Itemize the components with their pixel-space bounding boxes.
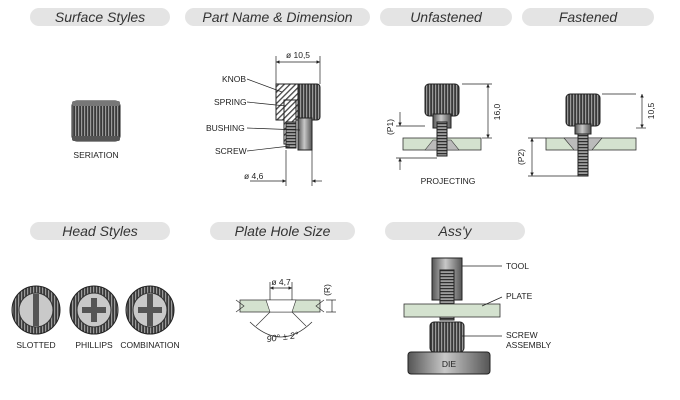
fastened-height-label: 10,5 xyxy=(646,102,656,119)
header-head-styles: Head Styles xyxy=(30,222,170,240)
label-screw: SCREW xyxy=(215,146,247,156)
plate-hole-illustration xyxy=(235,299,325,338)
label-bushing: BUSHING xyxy=(206,123,245,133)
assy-tool-label: TOOL xyxy=(506,261,529,271)
slotted-head-icon xyxy=(11,285,61,335)
phillips-head-icon xyxy=(69,285,119,335)
header-plate-hole-size: Plate Hole Size xyxy=(210,222,355,240)
plate-hole-angle-label: 90° ± 2° xyxy=(266,330,300,344)
phillips-label: PHILLIPS xyxy=(75,340,113,350)
assembly-illustration xyxy=(403,257,501,375)
assy-assembly-label: ASSEMBLY xyxy=(506,340,552,350)
dim-top-diameter: ø 10,5 xyxy=(286,50,310,60)
dim-bottom-diameter: ø 4,6 xyxy=(244,171,264,181)
header-surface-styles: Surface Styles xyxy=(30,8,170,26)
plate-hole-diameter-label: ø 4,7 xyxy=(271,277,291,287)
header-unfastened: Unfastened xyxy=(380,8,512,26)
fastened-p2-label: (P2) xyxy=(516,149,526,165)
combination-head-icon xyxy=(125,285,175,335)
fastened-illustration xyxy=(545,93,637,177)
projecting-label: PROJECTING xyxy=(421,176,476,186)
assy-screw-label: SCREW xyxy=(506,330,538,340)
slotted-label: SLOTTED xyxy=(16,340,55,350)
header-fastened: Fastened xyxy=(522,8,654,26)
seriation-knob-illustration xyxy=(71,100,121,142)
assy-plate-label: PLATE xyxy=(506,291,533,301)
unfastened-p1-label: (P1) xyxy=(385,119,395,135)
combination-label: COMBINATION xyxy=(120,340,179,350)
seriation-label: SERIATION xyxy=(73,150,118,160)
header-assy: Ass'y xyxy=(385,222,525,240)
part-cross-section xyxy=(275,83,321,151)
header-part-name-dimension: Part Name & Dimension xyxy=(185,8,370,26)
label-spring: SPRING xyxy=(214,97,247,107)
unfastened-illustration xyxy=(402,83,482,157)
assy-die-label: DIE xyxy=(442,359,457,369)
unfastened-height-label: 16,0 xyxy=(492,103,502,120)
label-knob: KNOB xyxy=(222,74,246,84)
plate-hole-r-label: (R) xyxy=(322,284,332,296)
